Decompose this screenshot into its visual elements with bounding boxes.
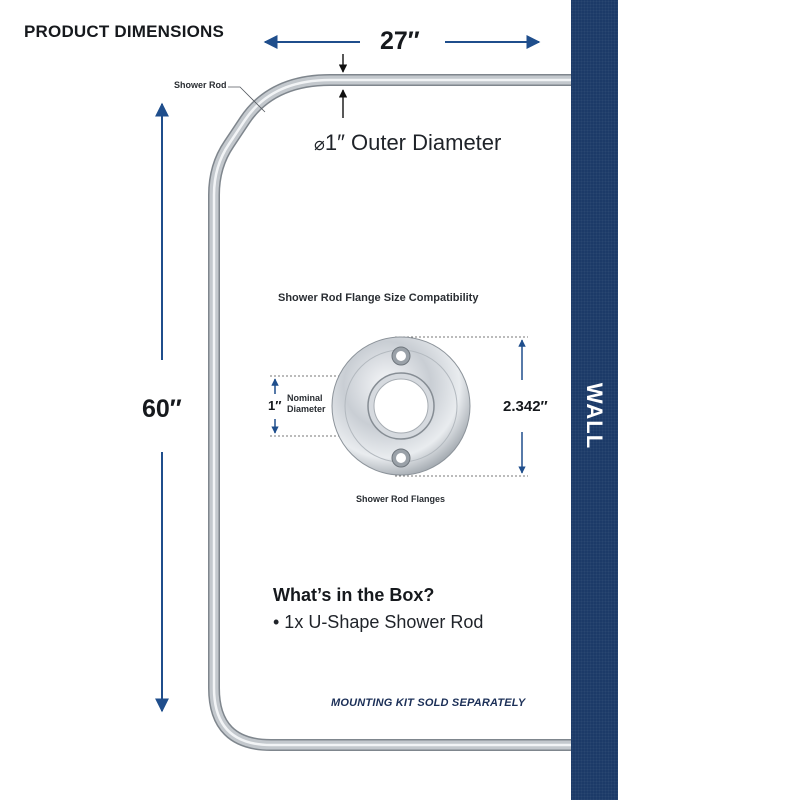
flange-section-title: Shower Rod Flange Size Compatibility — [278, 292, 479, 304]
shower-rod — [208, 74, 571, 751]
outer-diameter-label: ⌀1″ Outer Diameter — [314, 130, 501, 156]
nominal-label-line1: Nominal — [287, 393, 323, 403]
box-contents-item: • 1x U-Shape Shower Rod — [273, 612, 484, 632]
width-dimension-label: 27″ — [380, 27, 420, 55]
diameter-symbol-icon: ⌀ — [314, 134, 325, 154]
flange — [331, 336, 471, 476]
wall-panel — [571, 0, 618, 800]
flange-outer-diameter-value: 2.342″ — [503, 398, 548, 415]
rod-callout-leader — [228, 86, 266, 113]
shower-rod-callout: Shower Rod — [174, 80, 227, 90]
box-contents-title: What’s in the Box? — [273, 585, 435, 605]
height-dimension-label: 60″ — [142, 395, 182, 423]
nominal-label-line2: Diameter — [287, 404, 326, 414]
page-title: PRODUCT DIMENSIONS — [24, 22, 225, 41]
nominal-diameter-value: 1″ — [268, 398, 282, 413]
flange-caption: Shower Rod Flanges — [356, 494, 446, 504]
mounting-kit-note: MOUNTING KIT SOLD SEPARATELY — [331, 697, 526, 709]
wall-label: WALL — [582, 382, 607, 450]
flange-outer-guides — [395, 336, 528, 477]
outer-diameter-text: 1″ Outer Diameter — [324, 130, 502, 155]
